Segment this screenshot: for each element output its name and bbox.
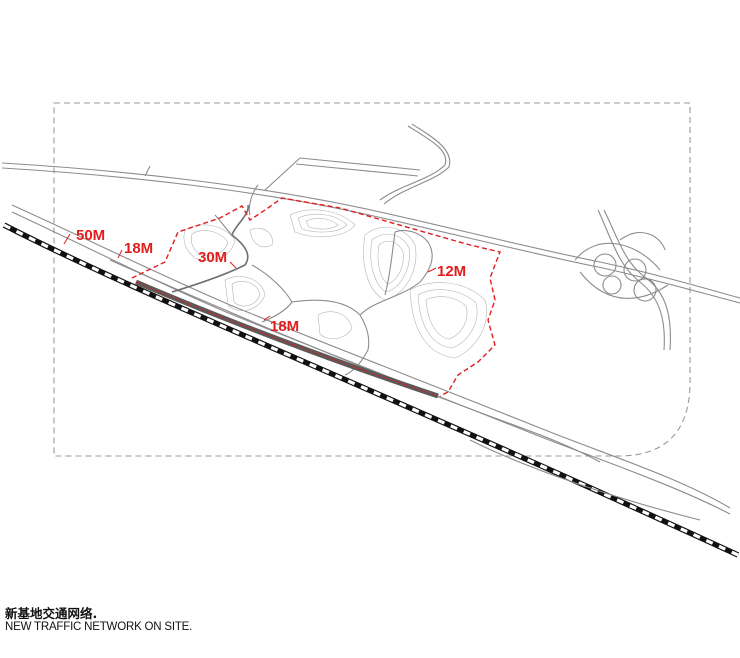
internal-roads xyxy=(171,204,433,376)
caption: 新基地交通网络. NEW TRAFFIC NETWORK ON SITE. xyxy=(5,606,193,635)
caption-chinese: 新基地交通网络. xyxy=(5,606,98,621)
label-30m: 30M xyxy=(198,249,227,266)
label-50m: 50M xyxy=(76,227,105,244)
railway xyxy=(2,222,740,558)
label-18m-south: 18M xyxy=(270,318,299,335)
north-roads xyxy=(144,123,451,216)
label-18m-west: 18M xyxy=(124,240,153,257)
site-boundary xyxy=(131,197,501,397)
width-tick-marks xyxy=(63,233,437,321)
interchange xyxy=(574,209,671,351)
study-area-frame xyxy=(53,102,691,457)
expressway xyxy=(1,162,740,304)
label-12m: 12M xyxy=(437,263,466,280)
south-boulevard xyxy=(135,279,439,399)
caption-english: NEW TRAFFIC NETWORK ON SITE. xyxy=(5,621,193,634)
